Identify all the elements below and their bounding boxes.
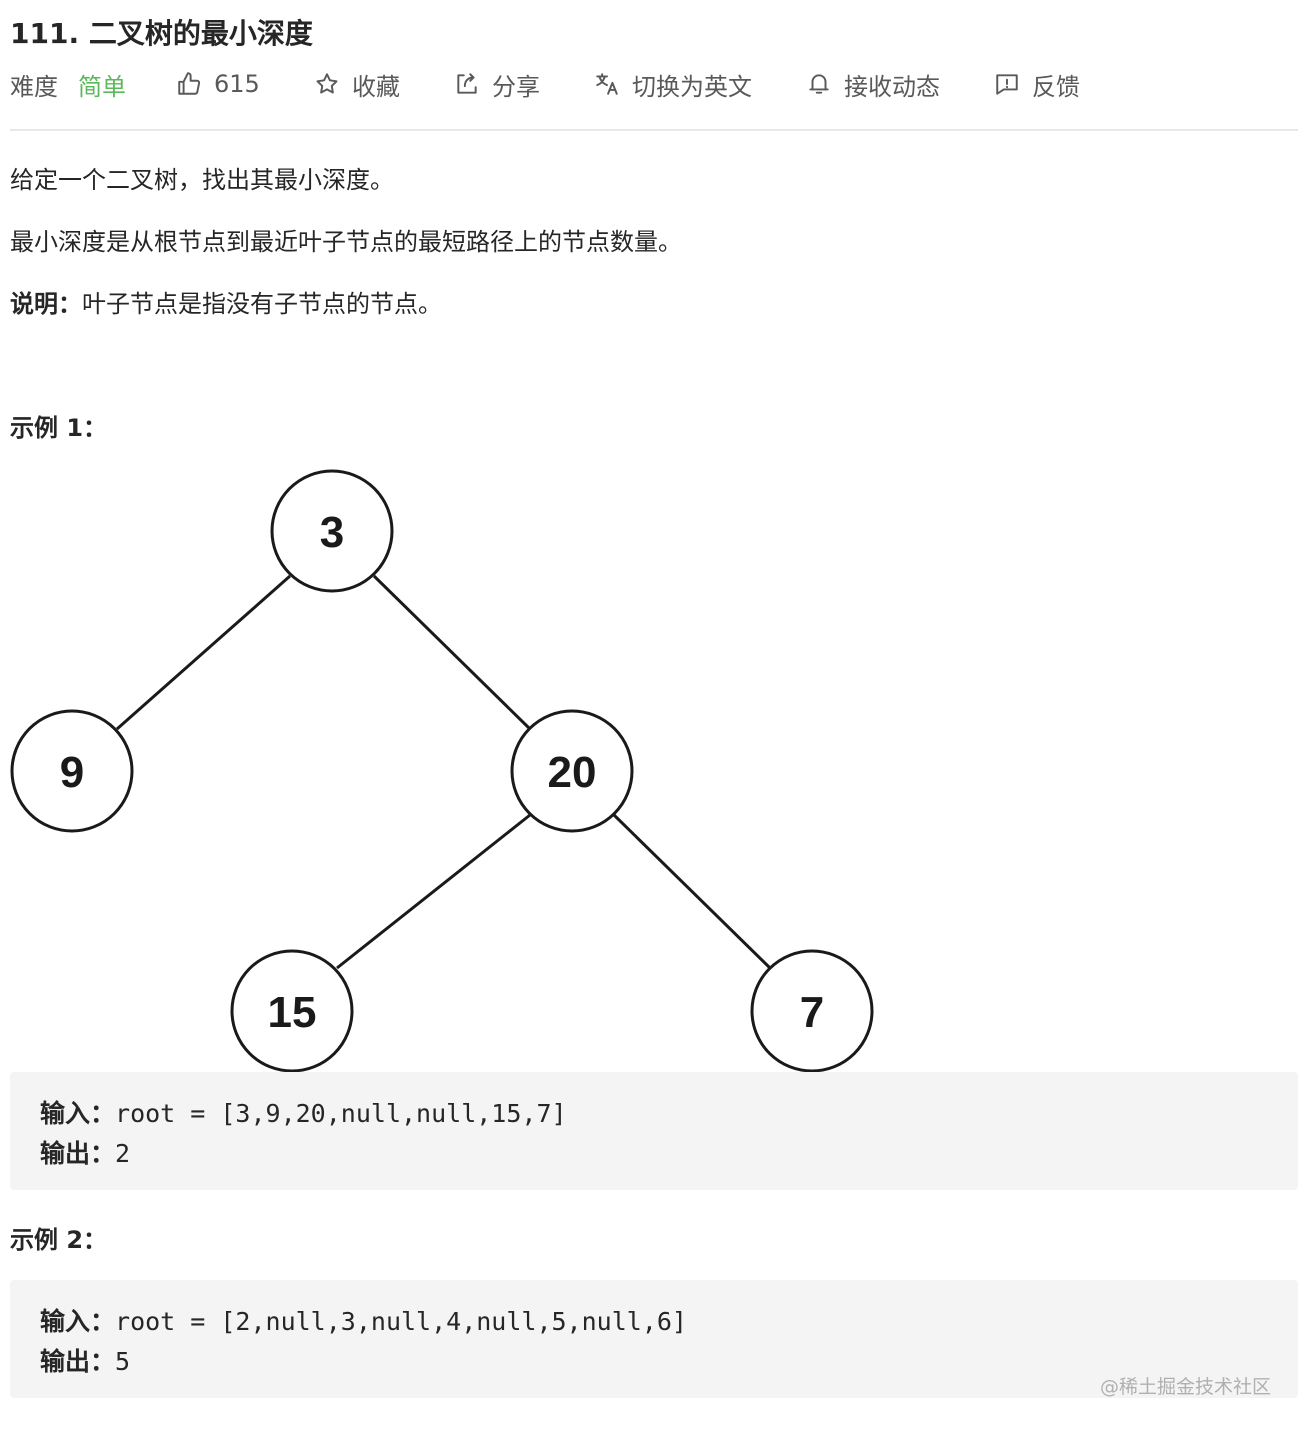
subscribe-label: 接收动态: [844, 72, 940, 101]
note-text: 叶子节点是指没有子节点的节点。: [82, 290, 442, 318]
tree-node-circle: [510, 709, 634, 833]
example-1-output: 输出：2: [40, 1134, 130, 1170]
bell-icon: [809, 74, 829, 94]
tree-node-label: 20: [548, 748, 597, 797]
output-label: 输出：: [40, 1139, 116, 1168]
feedback-label: 反馈: [1032, 72, 1080, 101]
example-1-code-block: 输入：root = [3,9,20,null,null,15,7] 输出：2: [10, 1072, 1298, 1190]
difficulty-label: 难度: [10, 72, 58, 101]
tree-edge: [116, 574, 291, 731]
example-1-heading: 示例 1：: [10, 414, 108, 442]
difficulty: 难度 简单: [10, 64, 126, 104]
thumbs-up-icon: [178, 72, 201, 95]
input-value: root = [2,null,3,null,4,null,5,null,6]: [115, 1307, 687, 1336]
output-value: 2: [115, 1139, 131, 1168]
tree-node-circle: [750, 949, 874, 1073]
tree-edge: [372, 574, 532, 731]
example-2-input: 输入：root = [2,null,3,null,4,null,5,null,6…: [40, 1302, 687, 1338]
tree-node-label: 9: [60, 748, 84, 797]
example-2-code-block: 输入：root = [2,null,3,null,4,null,5,null,6…: [10, 1280, 1298, 1398]
favorite-button[interactable]: 收藏: [314, 64, 400, 104]
favorite-label: 收藏: [352, 72, 400, 101]
output-label: 输出：: [40, 1347, 116, 1376]
tree-node-circle: [270, 469, 394, 593]
example-2-heading: 示例 2：: [10, 1226, 108, 1254]
input-label: 输入：: [40, 1307, 116, 1336]
feedback-icon: [996, 74, 1018, 95]
description-paragraph-1: 给定一个二叉树，找出其最小深度。: [10, 166, 394, 194]
tree-node-circle: [10, 709, 134, 833]
subscribe-button[interactable]: 接收动态: [806, 64, 940, 104]
description-paragraph-2: 最小深度是从根节点到最近叶子节点的最短路径上的节点数量。: [10, 228, 682, 256]
tree-node-label: 7: [800, 988, 824, 1037]
feedback-button[interactable]: 反馈: [994, 64, 1080, 104]
output-value: 5: [115, 1347, 131, 1376]
watermark: @稀土掘金技术社区: [1100, 1376, 1272, 1398]
description-note: 说明：叶子节点是指没有子节点的节点。: [10, 284, 442, 319]
note-label: 说明：: [10, 290, 82, 318]
binary-tree-diagram: 3 9 20 15 7: [10, 469, 874, 1073]
problem-toolbar: 难度 简单 615 收藏 分享 切换为英文: [10, 64, 1298, 104]
like-count: 615: [214, 70, 260, 98]
share-icon: [457, 73, 477, 94]
difficulty-badge: 简单: [78, 72, 126, 101]
tree-node-circle: [230, 949, 354, 1073]
translate-icon: [596, 73, 618, 95]
example-1-input: 输入：root = [3,9,20,null,null,15,7]: [40, 1094, 567, 1130]
example-2-output: 输出：5: [40, 1342, 130, 1378]
tree-edge: [336, 813, 531, 970]
header-divider: [10, 129, 1298, 131]
tree-node-label: 3: [320, 508, 344, 557]
problem-title: 111. 二叉树的最小深度: [10, 17, 313, 50]
star-icon: [316, 73, 338, 94]
share-label: 分享: [492, 72, 540, 101]
switch-language-button[interactable]: 切换为英文: [594, 64, 752, 104]
tree-node-label: 15: [268, 988, 317, 1037]
share-button[interactable]: 分享: [454, 64, 540, 104]
input-label: 输入：: [40, 1099, 116, 1128]
input-value: root = [3,9,20,null,null,15,7]: [115, 1099, 567, 1128]
tree-edge: [612, 813, 772, 970]
switch-language-label: 切换为英文: [632, 72, 752, 101]
like-button[interactable]: 615: [176, 64, 260, 104]
